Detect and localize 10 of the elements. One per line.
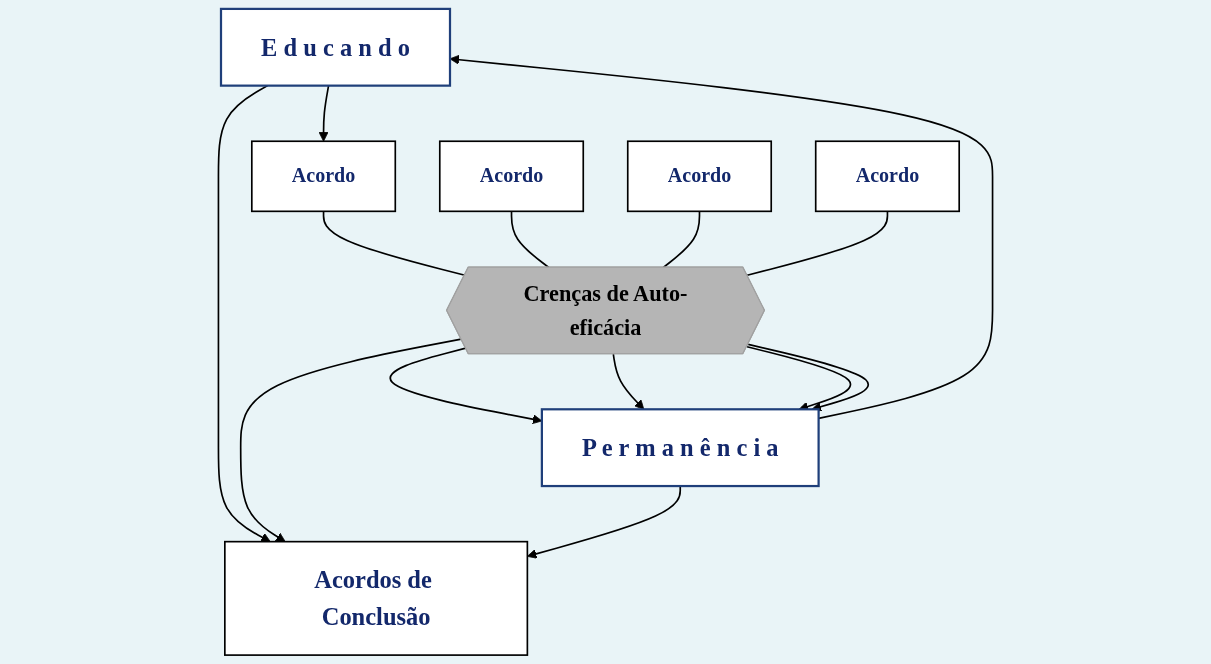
arrow xyxy=(612,353,645,410)
node-box: Acordo xyxy=(814,140,961,213)
arrow xyxy=(747,343,870,412)
node-box: Acordo xyxy=(250,140,397,213)
node-box: Acordos de Conclusão xyxy=(224,540,529,656)
connector xyxy=(746,210,889,277)
node-box: E d u c a n d o xyxy=(219,7,452,87)
node-box: Acordo xyxy=(626,140,773,213)
node-box: P e r m a n ê n c i a xyxy=(540,408,820,488)
node-box: Acordo xyxy=(438,140,585,213)
